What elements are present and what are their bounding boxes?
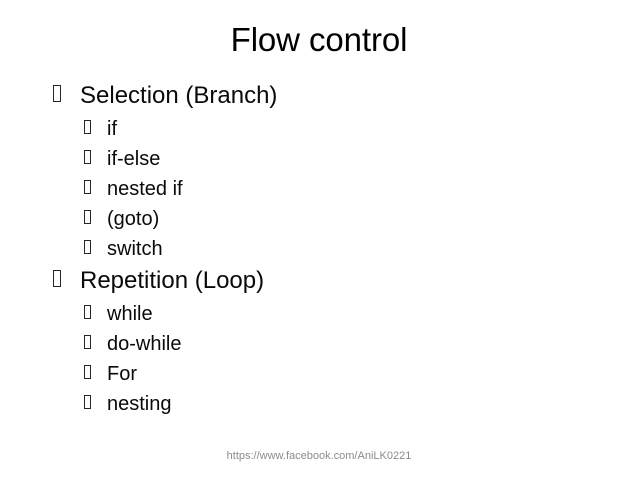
list-item: while <box>0 302 638 332</box>
list-item-label: do-while <box>107 333 182 355</box>
bullet-box-icon <box>53 270 61 287</box>
bullet-box-icon <box>84 365 91 379</box>
list-item: For <box>0 362 638 392</box>
bullet-box-icon <box>84 335 91 349</box>
bullet-box-icon <box>84 120 91 134</box>
list-item-label: if <box>107 118 117 140</box>
list-item-label: nesting <box>107 393 172 415</box>
bullet-box-icon <box>84 150 91 164</box>
bullet-box-icon <box>84 395 91 409</box>
bullet-box-icon <box>84 180 91 194</box>
list-item-label: For <box>107 363 137 385</box>
page-title: Flow control <box>230 21 408 58</box>
bullet-box-icon <box>84 210 91 224</box>
list-item-label: while <box>107 303 153 325</box>
bullet-box-icon <box>84 305 91 319</box>
bullet-box-icon <box>84 240 91 254</box>
list-item: do-while <box>0 332 638 362</box>
list-item: nesting <box>0 392 638 422</box>
list-item: nested if <box>0 177 638 207</box>
list-item: (goto) <box>0 207 638 237</box>
list-item: if <box>0 117 638 147</box>
list-item: Repetition (Loop) <box>0 267 638 302</box>
list-item: Selection (Branch) <box>0 82 638 117</box>
list-item: if-else <box>0 147 638 177</box>
list-item-label: nested if <box>107 178 183 200</box>
bullet-box-icon <box>53 85 61 102</box>
list-item-label: Selection (Branch) <box>80 82 278 109</box>
list-item-label: (goto) <box>107 208 160 230</box>
list-item-label: switch <box>107 238 163 260</box>
list-item-label: if-else <box>107 148 161 170</box>
list-item-label: Repetition (Loop) <box>80 267 265 294</box>
list-item: switch <box>0 237 638 267</box>
footer-url: https://www.facebook.com/AniLK0221 <box>226 450 412 462</box>
outline-list: Selection (Branch) if if-else nested if … <box>0 82 638 422</box>
